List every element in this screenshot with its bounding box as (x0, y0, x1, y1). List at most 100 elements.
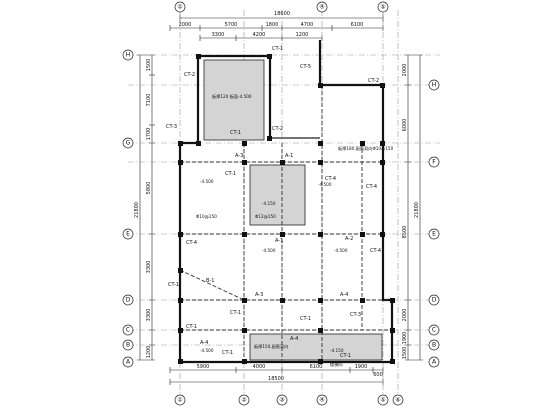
dim-right-4: 2000 (402, 309, 408, 322)
dim-right-2: 6000 (402, 119, 408, 132)
label-ct1-low3: CT-1 (186, 324, 197, 330)
label-ct2-mid: CT-2 (272, 126, 283, 132)
label-a4-bot: A-4 (200, 340, 208, 346)
dim-bot-2: 4000 (253, 364, 266, 370)
level-5: -4.500 (334, 248, 348, 253)
column-axis-bubbles: ① ④ ⑤ ① ② ③ ④ ⑤ ⑥ (174, 1, 404, 406)
dim-top-5: 6100 (351, 22, 364, 28)
note-left-tag: Φ10@150 (196, 214, 217, 219)
top-dimension-chain: 18600 2000 5700 1800 4700 6100 3300 4200… (169, 11, 384, 41)
level-4: -4.500 (262, 248, 276, 253)
axis-row-b-right: B (432, 342, 436, 349)
dim-left-2: 7100 (146, 94, 152, 107)
axis-row-f-right: F (432, 159, 436, 166)
axis-col-1-top: ① (177, 4, 182, 11)
axis-col-1-bot: ① (177, 397, 182, 404)
note-bot: 板厚150,配筋双向 (254, 343, 288, 350)
level-6: -4.500 (200, 348, 214, 353)
axis-col-6-bot: ⑥ (395, 397, 400, 404)
dim-right-overall: 21800 (414, 202, 420, 218)
axis-row-e-right: E (432, 231, 436, 238)
label-ct2-top: CT-2 (184, 72, 195, 78)
dim-top-r2-3: 1200 (296, 32, 309, 38)
axis-col-3-bot: ③ (279, 397, 284, 404)
label-ct4-right2: CT-4 (370, 248, 381, 254)
dim-left-5: 3300 (146, 261, 152, 274)
label-a4-bot2: A-4 (290, 336, 298, 342)
label-ct4-left: CT-4 (186, 240, 197, 246)
axis-row-d-right: D (432, 297, 437, 304)
level-1: -4.500 (200, 179, 214, 184)
right-dimension-chain: 2000 6000 8500 2000 1900 1500 21800 (402, 54, 423, 361)
label-ct5-top: CT-5 (300, 64, 311, 70)
label-ct3-low: CT-3 (350, 312, 361, 318)
axis-row-e-left: E (126, 231, 130, 238)
level-3: -4.150 (262, 201, 276, 206)
dim-bot-3: 6100 (310, 364, 323, 370)
dim-right-5: 1900 (402, 332, 408, 345)
dim-top-r2-2: 4200 (253, 32, 266, 38)
dim-top-3: 1800 (266, 22, 279, 28)
label-a1-mid: A-1 (275, 238, 283, 244)
label-ct1-low: CT-1 (230, 310, 241, 316)
dim-left-1: 1500 (146, 59, 152, 72)
hatched-slab-bottom (249, 333, 383, 361)
left-dimension-chain: 1500 7100 1700 5800 3300 3300 1200 21800 (134, 54, 155, 361)
level-2: -4.500 (318, 182, 332, 187)
axis-row-h-left: H (126, 52, 131, 59)
annotations: CT-1 CT-2 CT-5 CT-2 板厚120 板面-4.500 CT-1 … (166, 46, 394, 368)
dim-top-1: 2000 (179, 22, 192, 28)
dim-left-4: 5800 (146, 182, 152, 195)
axis-col-2-bot: ② (241, 397, 247, 404)
dim-bot-5: 600 (373, 372, 383, 378)
label-ct1-left: CT-1 (168, 282, 179, 288)
label-ct1-a: CT-1 (225, 171, 236, 177)
note-mid: 板厚180,配筋双向Φ10@150 (338, 145, 394, 152)
axis-row-c-left: C (126, 327, 130, 334)
row-axis-bubbles: H G E D C B A H F E D C B A (122, 49, 440, 368)
dim-bot-1: 5900 (197, 364, 210, 370)
label-ct1-bot2: CT-1 (340, 353, 351, 359)
label-stair: 楼梯间 (330, 361, 343, 368)
label-ct1-top: CT-1 (272, 46, 283, 52)
dim-bot-overall: 18500 (268, 376, 284, 382)
note-top: 板厚120 板面-4.500 (212, 93, 252, 100)
level-7: -4.150 (330, 348, 344, 353)
bottom-dimension-chain: 5900 4000 6100 1900 600 18500 (169, 364, 384, 385)
dim-top-2: 5700 (225, 22, 238, 28)
dim-left-3: 1700 (146, 128, 152, 141)
dim-bot-4: 1900 (355, 364, 368, 370)
label-b1: B-1 (206, 278, 214, 284)
label-ct1-low2: CT-1 (300, 316, 311, 322)
label-a3-top: A-3 (235, 153, 243, 159)
dim-left-6: 3300 (146, 309, 152, 322)
label-a2-mid: A-2 (345, 236, 353, 242)
label-ct2-right: CT-2 (368, 78, 379, 84)
label-a1-top: A-1 (285, 153, 293, 159)
axis-row-b-left: B (126, 342, 130, 349)
dim-left-7: 1200 (146, 346, 152, 359)
axis-col-5-top: ⑤ (380, 4, 385, 11)
label-a3-low: A-3 (255, 292, 263, 298)
axis-row-g-left: G (126, 140, 131, 147)
label-ct4-mid: CT-4 (325, 176, 336, 182)
dim-right-1: 2000 (402, 64, 408, 77)
axis-row-c-right: C (432, 327, 436, 334)
dim-top-4: 4700 (301, 22, 314, 28)
columns (178, 54, 395, 364)
dim-top-r2-1: 3300 (212, 32, 225, 38)
dim-left-overall: 21800 (134, 202, 140, 218)
hatched-slab-center (249, 164, 306, 226)
label-ct4-right: CT-4 (366, 184, 377, 190)
axis-row-d-left: D (126, 297, 131, 304)
axis-row-a-left: A (126, 359, 131, 366)
note-center: Φ12@150 (255, 214, 276, 219)
label-ct3-left: CT-3 (166, 124, 177, 130)
hatched-slab-top-left (203, 59, 265, 141)
axis-row-a-right: A (432, 359, 437, 366)
axis-col-4-bot: ④ (319, 397, 324, 404)
label-ct1-bot: CT-1 (222, 350, 233, 356)
label-ct1-mid: CT-1 (230, 130, 241, 136)
dim-right-3: 8500 (402, 226, 408, 239)
